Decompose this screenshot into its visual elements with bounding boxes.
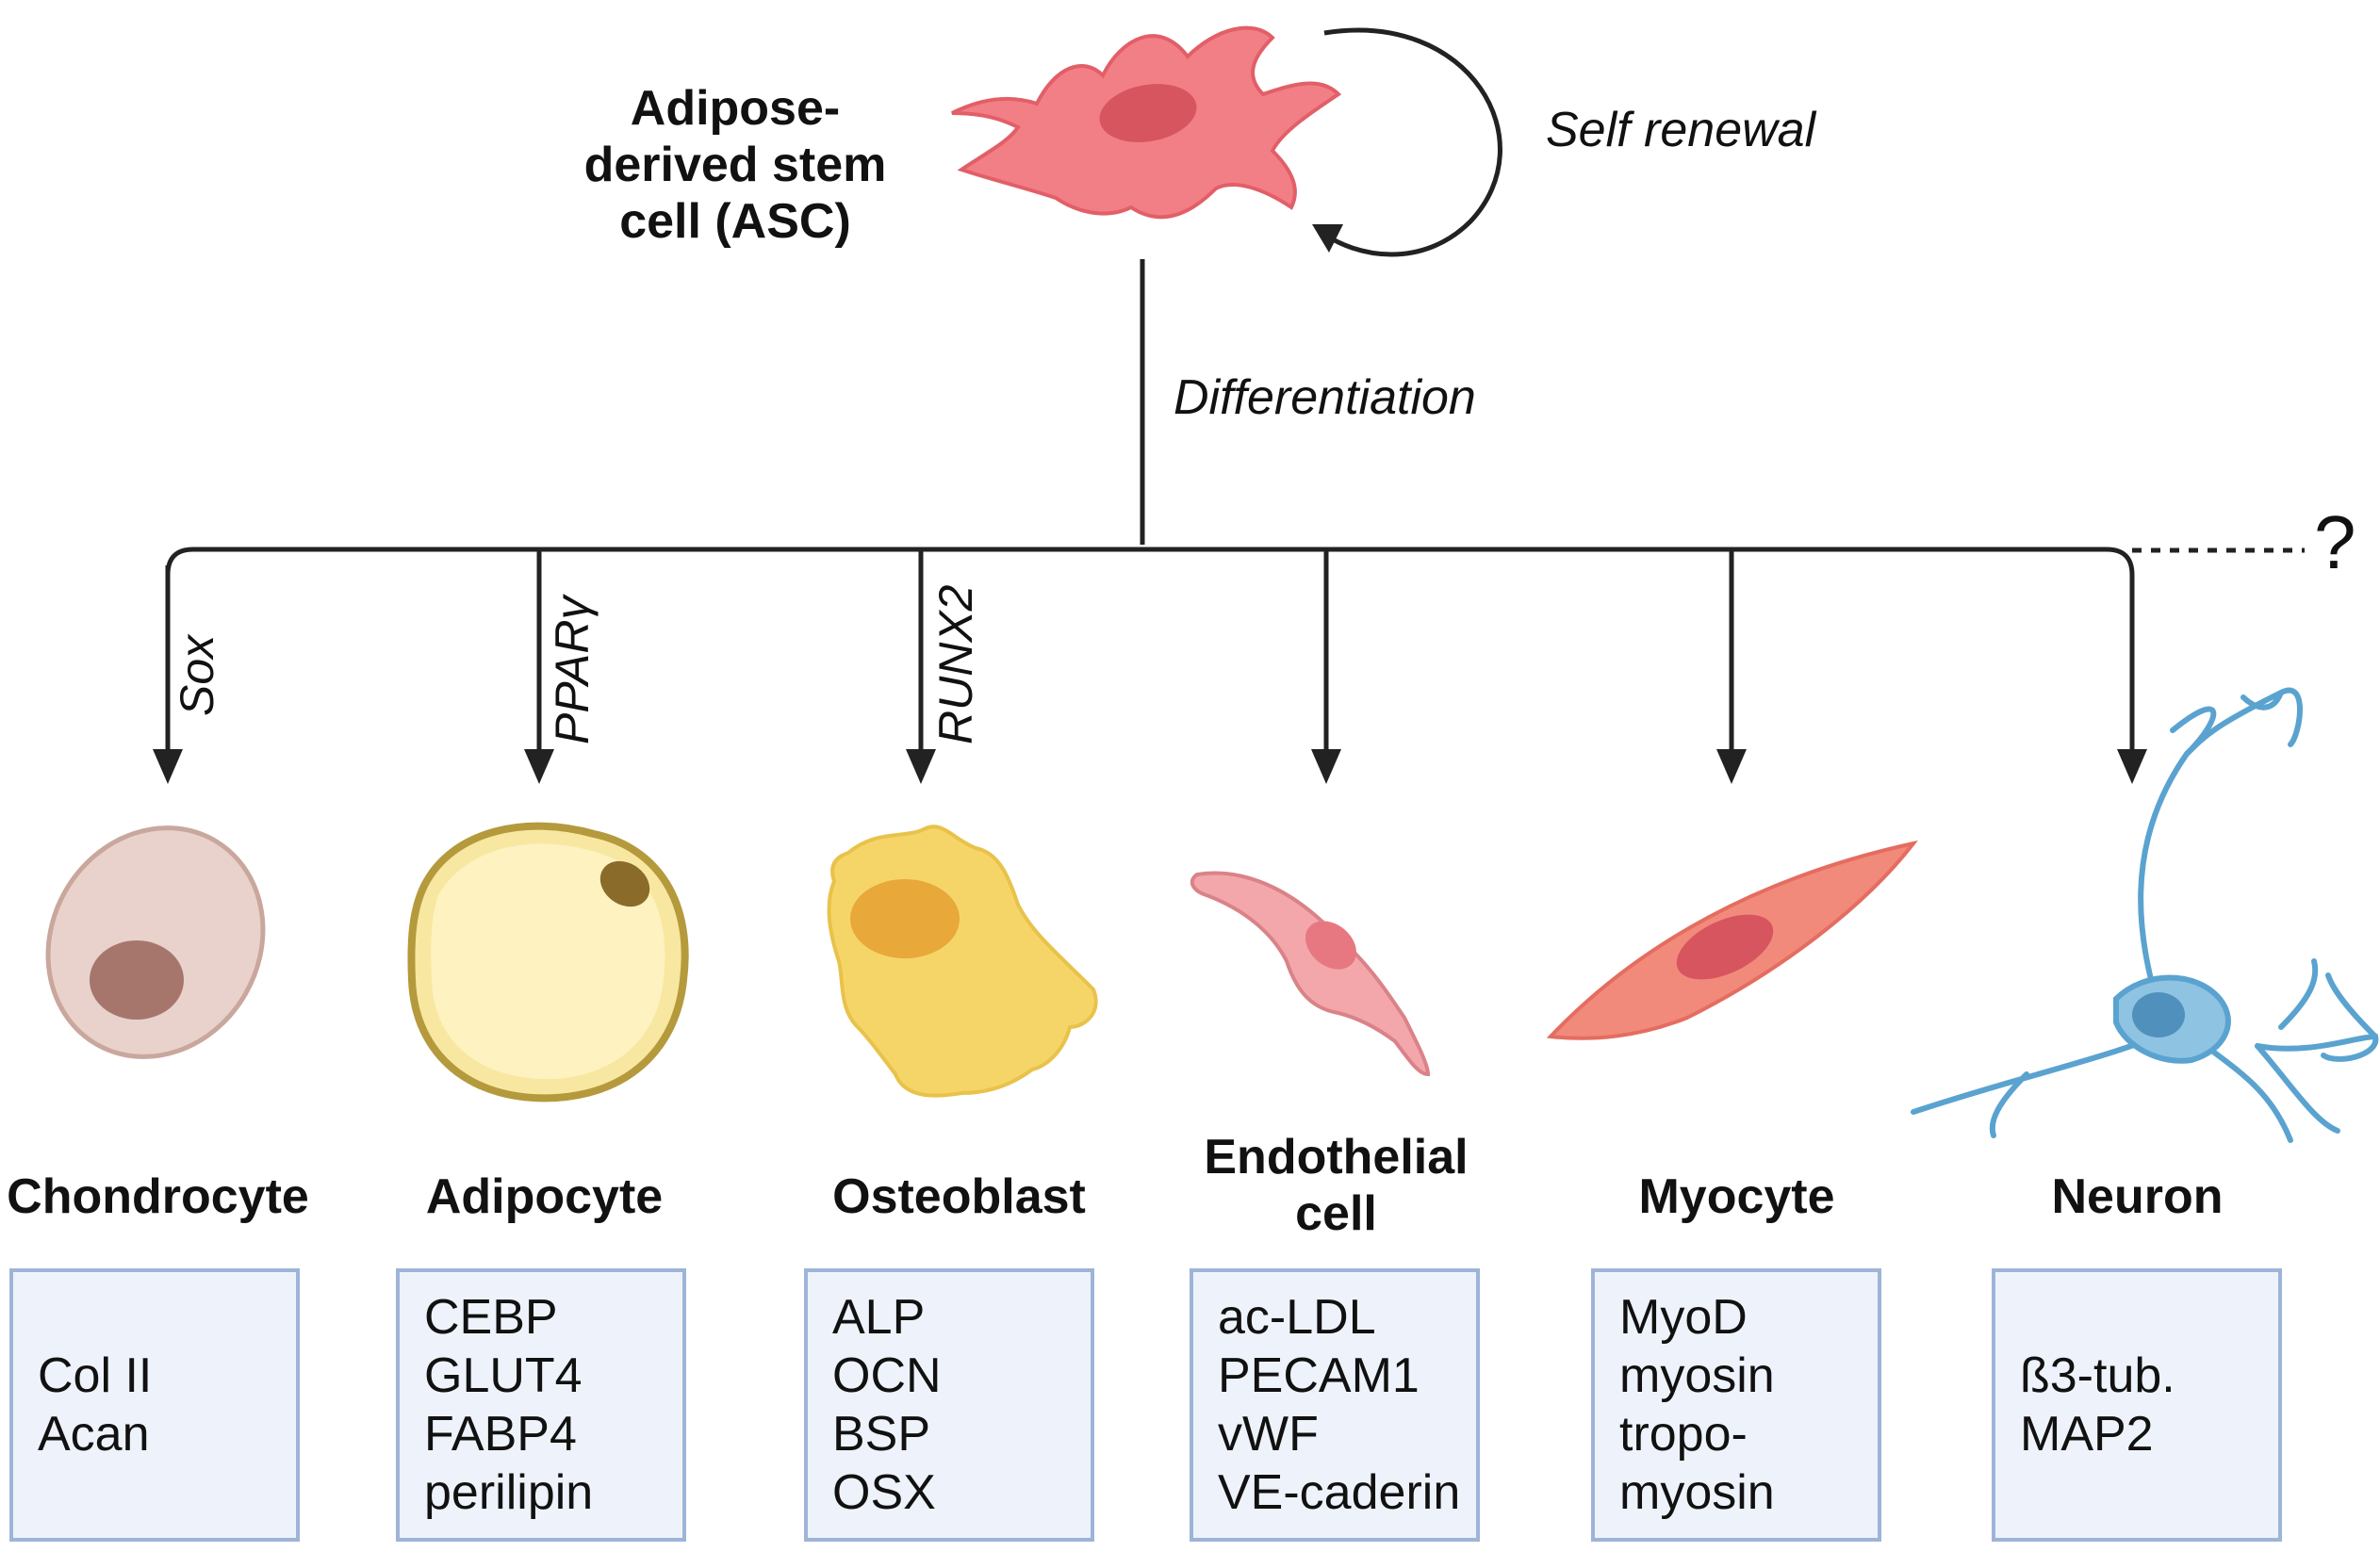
cell-name-myocyte: Myocyte: [1588, 1168, 1885, 1225]
branch-arrow-adipocyte: [524, 549, 554, 784]
marker-item: GLUT4: [424, 1348, 583, 1403]
marker-item: CEBP: [424, 1290, 558, 1345]
branch-arrow-myocyte: [1716, 549, 1747, 784]
asc-cell-icon: [951, 25, 1342, 220]
self-renewal-label: Self renewal: [1546, 103, 1816, 157]
asc-label-line-2: derived stem: [583, 138, 887, 192]
marker-item: OSX: [832, 1465, 936, 1520]
cell-name-osteoblast: Osteoblast: [811, 1168, 1108, 1225]
asc-label-line-3: cell (ASC): [619, 194, 851, 249]
marker-item: Col II: [38, 1348, 153, 1403]
marker-box-myocyte: MyoD myosin tropo- myosin: [1591, 1268, 1881, 1542]
cell-name-neuron: Neuron: [1989, 1168, 2286, 1225]
cell-name-neuron-line-1: Neuron: [2051, 1169, 2224, 1224]
marker-box-adipocyte: CEBP GLUT4 FABP4 perilipin: [396, 1268, 686, 1542]
branch-arrow-neuron: [2117, 584, 2147, 784]
marker-item: OCN: [832, 1348, 942, 1403]
branch-arrow-chondrocyte: [153, 565, 183, 784]
marker-box-endothelial: ac-LDL PECAM1 vWF VE-caderin: [1190, 1268, 1480, 1542]
neuron-cell-icon: [1911, 687, 2379, 1143]
marker-item: ALP: [832, 1290, 926, 1345]
tf-label-osteoblast: RUNX2: [929, 584, 982, 744]
cell-name-chondrocyte: Chondrocyte: [0, 1168, 316, 1225]
adipocyte-cell-icon: [407, 822, 689, 1103]
cell-name-osteoblast-line-1: Osteoblast: [832, 1169, 1086, 1224]
marker-item: ß3-tub.: [2020, 1348, 2175, 1403]
tf-label-adipocyte: PPARγ: [546, 596, 599, 744]
osteoblast-cell-icon: [827, 825, 1098, 1098]
marker-item: myosin: [1619, 1348, 1775, 1403]
marker-box-chondrocyte: Col II Acan: [9, 1268, 300, 1542]
marker-item: BSP: [832, 1407, 931, 1462]
marker-item: Acan: [38, 1407, 150, 1462]
cell-name-endothelial-line-1: Endothelial: [1204, 1130, 1469, 1184]
unknown-branch-label: ?: [2314, 500, 2356, 584]
cell-name-endothelial-line-2: cell: [1295, 1186, 1377, 1241]
asc-label-line-1: Adipose-: [630, 81, 841, 136]
marker-item: MAP2: [2020, 1407, 2154, 1462]
marker-item: vWF: [1218, 1407, 1319, 1462]
self-renewal-arrow: [1318, 27, 1502, 257]
marker-item: ac-LDL: [1218, 1290, 1376, 1345]
cell-name-adipocyte: Adipocyte: [396, 1168, 693, 1225]
marker-item: VE-caderin: [1218, 1465, 1461, 1520]
marker-item: perilipin: [424, 1465, 594, 1520]
marker-item: FABP4: [424, 1407, 577, 1462]
cell-name-myocyte-line-1: Myocyte: [1638, 1169, 1835, 1224]
chondrocyte-cell-icon: [45, 825, 266, 1059]
branch-arrow-osteoblast: [906, 549, 936, 784]
marker-box-neuron: ß3-tub. MAP2: [1992, 1268, 2282, 1542]
cell-name-endothelial: Endothelial cell: [1188, 1129, 1485, 1242]
myocyte-cell-icon: [1546, 840, 1918, 1040]
neuron-soma-icon: [2113, 974, 2231, 1064]
marker-item: PECAM1: [1218, 1348, 1420, 1403]
endothelial-cell-icon: [1190, 871, 1431, 1077]
asc-label: Adipose- derived stem cell (ASC): [537, 80, 933, 250]
cell-name-adipocyte-line-1: Adipocyte: [425, 1169, 664, 1224]
marker-item: myosin: [1619, 1465, 1775, 1520]
marker-item: MyoD: [1619, 1290, 1748, 1345]
marker-item: tropo-: [1619, 1407, 1748, 1462]
cell-name-chondrocyte-line-1: Chondrocyte: [7, 1169, 309, 1224]
self-renewal-arrowhead: [1312, 224, 1343, 253]
tf-label-chondrocyte: Sox: [171, 634, 223, 716]
branch-bar: [165, 547, 2135, 589]
branch-arrow-endothelial: [1311, 549, 1341, 784]
marker-box-osteoblast: ALP OCN BSP OSX: [804, 1268, 1094, 1542]
differentiation-label: Differentiation: [1174, 370, 1476, 425]
